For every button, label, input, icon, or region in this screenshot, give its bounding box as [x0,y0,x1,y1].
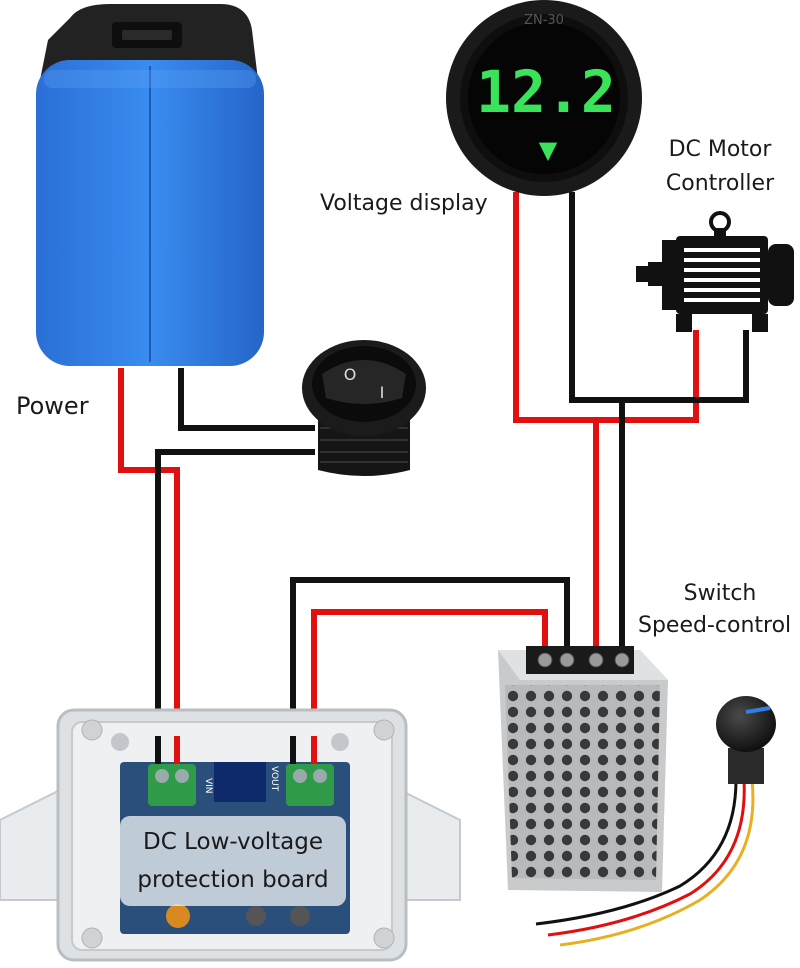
speed-controller [498,646,668,892]
label-switch: Switch [683,581,757,606]
label-speed-control: Speed-control [638,613,792,638]
label-board-line2: protection board [137,867,329,893]
wire-motor-positive [593,330,699,652]
pcb-vout-label: VOUT [269,766,279,792]
rocker-switch [302,340,426,476]
label-board-line1: DC Low-voltage [143,829,323,855]
wire-motor-negative [619,330,749,652]
wire-battery-positive [118,368,180,736]
wires [118,192,749,736]
board-caption-box: DC Low-voltage protection board [120,816,346,906]
wire-board-out-negative [290,577,570,736]
wire-battery-negative [178,368,315,431]
voltage-display [446,0,642,196]
label-motor-line2: Controller [665,171,775,196]
wire-switch-to-board [155,449,315,736]
potentiometer-knob [535,696,776,947]
label-voltage-display: Voltage display [320,191,488,216]
dc-motor [636,211,794,332]
wire-display-positive [513,192,596,423]
pcb-vin-label: VIN [203,778,213,794]
label-power: Power [16,392,89,420]
label-motor-line1: DC Motor [668,137,772,162]
voltmeter-rim-text: ZN-30 [524,13,564,28]
rocker-off-symbol: O [344,365,357,384]
rocker-on-symbol: I [380,383,385,402]
wire-display-negative [569,192,622,403]
wire-board-out-positive [311,609,548,736]
voltmeter-reading: 12.2 [476,58,616,126]
battery-pack [36,4,264,366]
voltmeter-arrow-icon: ▼ [539,136,558,164]
